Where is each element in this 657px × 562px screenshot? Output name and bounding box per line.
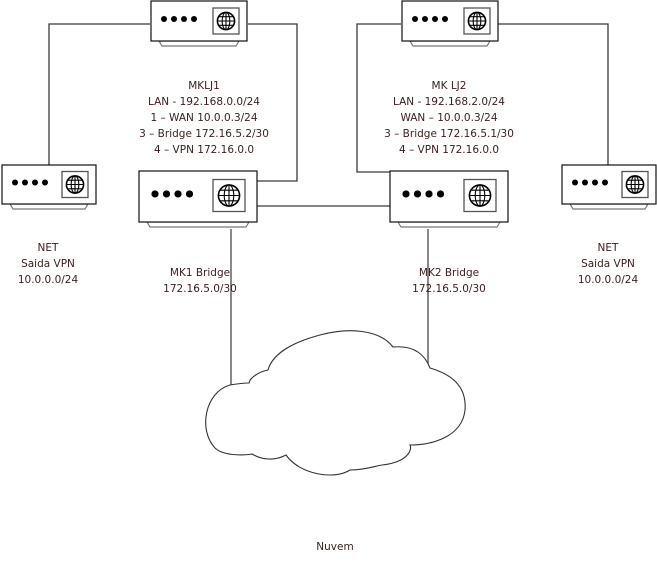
router-base: [408, 40, 492, 47]
router-top-left-router: [150, 0, 248, 47]
cloud-shape: [205, 330, 466, 476]
mklj1-lan: LAN - 192.168.0.0/24: [148, 96, 260, 108]
link-topright-to-mklj2: [356, 23, 401, 173]
led-indicator-icon: [22, 179, 28, 186]
led-indicator-icon: [181, 16, 187, 22]
mklj2-bridge: 3 – Bridge 172.16.5.1/30: [384, 128, 514, 140]
led-indicator-icon: [32, 179, 38, 186]
link-topleft-to-mklj1: [248, 23, 298, 182]
net-right-name: NET: [597, 242, 619, 254]
net-right-router: [561, 164, 657, 210]
net-left-desc: Saida VPN: [21, 258, 75, 270]
net-left-subnet: 10.0.0.0/24: [17, 274, 79, 286]
mklj1-title: MKLJ1: [188, 80, 220, 92]
mk1-bridge-subnet: 172.16.5.0/30: [163, 283, 237, 295]
led-indicator-icon: [12, 179, 18, 186]
led-indicator-icon: [171, 16, 177, 22]
led-indicator-icon: [162, 190, 171, 198]
led-indicator-icon: [42, 179, 48, 186]
globe-icon: [217, 184, 241, 207]
mklj2-router: [389, 170, 509, 228]
net-left-label: NET Saida VPN 10.0.0.0/24: [18, 240, 78, 288]
led-indicator-icon: [185, 190, 194, 198]
globe-icon: [468, 184, 492, 207]
mklj1-vpn: 4 – VPN 172.16.0.0: [153, 144, 255, 156]
led-indicator-icon: [151, 190, 159, 198]
led-indicator-icon: [572, 179, 578, 186]
mklj1-router: [138, 170, 258, 228]
mklj2-wan: WAN – 10.0.0.3/24: [400, 112, 498, 124]
net-left-name: NET: [37, 242, 59, 254]
link-topright-to-net-right: [498, 23, 609, 165]
mklj2-label: MK LJ2 LAN - 192.168.2.0/24 WAN – 10.0.0…: [384, 78, 514, 158]
net-right-subnet: 10.0.0.0/24: [577, 274, 639, 286]
mk1-bridge-label: MK1 Bridge 172.16.5.0/30: [163, 265, 237, 297]
led-indicator-icon: [191, 16, 197, 22]
globe-icon: [216, 11, 236, 31]
led-indicator-icon: [436, 190, 445, 198]
led-indicator-icon: [413, 190, 422, 198]
router-base: [145, 221, 251, 228]
led-indicator-icon: [161, 16, 167, 22]
router-base: [8, 203, 90, 210]
led-indicator-icon: [592, 179, 598, 186]
link-topleft-to-net-left: [48, 23, 150, 165]
mk1-bridge-name: MK1 Bridge: [169, 267, 231, 279]
led-indicator-icon: [602, 179, 608, 186]
mk2-bridge-subnet: 172.16.5.0/30: [412, 283, 486, 295]
cloud-label: Nuvem: [316, 541, 354, 553]
mklj1-label: MKLJ1 LAN - 192.168.0.0/24 1 – WAN 10.0.…: [139, 78, 269, 158]
led-indicator-icon: [442, 16, 448, 22]
led-indicator-icon: [174, 190, 182, 198]
mklj2-vpn: 4 – VPN 172.16.0.0: [398, 144, 500, 156]
router-base: [396, 221, 502, 228]
globe-icon: [467, 11, 487, 31]
mk2-bridge-label: MK2 Bridge 172.16.5.0/30: [412, 265, 486, 297]
led-indicator-icon: [412, 16, 418, 22]
router-top-right-router: [401, 0, 499, 47]
led-indicator-icon: [425, 190, 433, 198]
router-base: [157, 40, 241, 47]
led-indicator-icon: [402, 190, 410, 198]
net-left-router: [1, 164, 97, 210]
router-base: [568, 203, 650, 210]
mklj2-lan: LAN - 192.168.2.0/24: [393, 96, 505, 108]
globe-icon: [65, 175, 85, 194]
led-indicator-icon: [582, 179, 588, 186]
led-indicator-icon: [432, 16, 438, 22]
mklj1-wan: 1 – WAN 10.0.0.3/24: [150, 112, 258, 124]
net-right-desc: Saida VPN: [581, 258, 635, 270]
led-indicator-icon: [422, 16, 428, 22]
mk2-bridge-name: MK2 Bridge: [418, 267, 480, 279]
net-right-label: NET Saida VPN 10.0.0.0/24: [578, 240, 638, 288]
globe-icon: [625, 175, 645, 194]
mklj2-title: MK LJ2: [431, 80, 467, 92]
mklj1-bridge: 3 – Bridge 172.16.5.2/30: [139, 128, 269, 140]
